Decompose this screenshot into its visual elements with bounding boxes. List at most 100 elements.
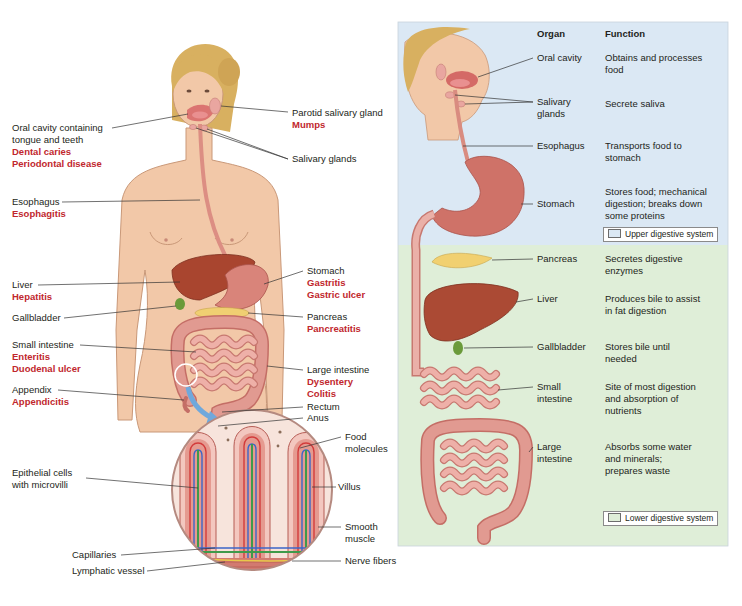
part-label: Gallbladder [12, 312, 61, 324]
part-label: Nerve fibers [345, 555, 396, 567]
salivary-glands [190, 98, 221, 131]
part-label: Lymphatic vessel [72, 565, 145, 577]
villus-inset [227, 439, 230, 442]
esophagus [455, 90, 468, 162]
panel-head [403, 27, 489, 140]
column-header: Function [605, 28, 645, 40]
leader-line [222, 407, 303, 412]
organ-name: Salivary glands [537, 96, 582, 120]
disease-label: Enteritis [12, 351, 50, 363]
leader-line [267, 366, 303, 370]
body-figure [218, 58, 240, 86]
leader-line [218, 418, 303, 426]
leader-line [196, 128, 288, 159]
villus-inset [198, 444, 306, 560]
leader-line [264, 271, 303, 284]
panel-head [446, 92, 455, 98]
villus-inset [170, 562, 335, 567]
function-text: Site of most digestion and absorption of… [605, 381, 705, 417]
part-label: Small intestine [12, 339, 74, 351]
leader-line [516, 299, 533, 302]
disease-label: Duodenal ulcer [12, 363, 81, 375]
body-figure [173, 54, 226, 97]
body-figure [171, 44, 238, 132]
leader-line [64, 306, 176, 318]
body-figure [205, 89, 210, 92]
inset-outline [172, 410, 332, 570]
leader-line [38, 282, 180, 285]
organ-name: Esophagus [537, 140, 585, 152]
villus-inset [224, 426, 227, 429]
part-label: Villus [338, 481, 361, 493]
panel-frame [398, 22, 728, 546]
part-label: Salivary glands [292, 153, 356, 165]
leader-line [248, 313, 303, 317]
disease-label: Gastritis [307, 277, 346, 289]
zoom-circle [175, 364, 197, 386]
disease-label: Dental caries [12, 146, 71, 158]
disease-label: Colitis [307, 388, 336, 400]
large-intestine [427, 425, 526, 538]
body-figure [150, 232, 248, 245]
organ-name: Oral cavity [537, 52, 582, 64]
stomach [215, 265, 268, 310]
small-intestine [194, 339, 254, 388]
function-text: Produces bile to assist in fat digestion [605, 293, 710, 317]
large-intestine [427, 425, 526, 538]
legend-swatch [608, 229, 621, 238]
villus-inset [278, 430, 281, 433]
leader-line [121, 548, 215, 555]
disease-label: Esophagitis [12, 208, 66, 220]
small-intestine [194, 339, 254, 388]
leader-line [58, 390, 184, 400]
body-figure [116, 44, 284, 432]
organ-name: Pancreas [537, 253, 577, 265]
salivary-glands [210, 98, 221, 114]
column-header: Organ [537, 28, 565, 40]
part-label: Esophagus [12, 196, 60, 208]
pancreas [432, 253, 492, 268]
organ-name: Small intestine [537, 381, 582, 405]
leader-line [80, 345, 196, 352]
oral-cavity [192, 112, 208, 119]
organ-name: Large intestine [537, 441, 582, 465]
leader-line [498, 387, 533, 390]
villus-inset [185, 433, 319, 560]
panel-head [450, 79, 470, 87]
disease-label: Pancreatitis [307, 323, 361, 335]
villus-inset [277, 445, 280, 448]
function-text: Secrete saliva [605, 98, 665, 110]
disease-label: Gastric ulcer [307, 289, 365, 301]
leader-line [86, 478, 198, 488]
villus-inset [180, 427, 324, 561]
part-label: Stomach [307, 265, 345, 277]
legend-text: Upper digestive system [625, 229, 713, 239]
disease-label: Appendicitis [12, 396, 69, 408]
function-text: Secretes digestive enzymes [605, 253, 695, 277]
part-label: Large intestine [307, 364, 369, 376]
villus-inset [170, 408, 335, 574]
gallbladder [175, 298, 185, 310]
legend-swatch [608, 513, 621, 522]
part-label: Food molecules [345, 431, 390, 455]
part-label: Anus [307, 412, 329, 424]
function-text: Transports food to stomach [605, 140, 700, 164]
leader-line [455, 58, 533, 452]
leader-line [312, 487, 336, 488]
leader-line [521, 204, 533, 205]
part-label: Smooth muscle [345, 521, 390, 545]
part-label: Liver [12, 279, 33, 291]
panel-head [436, 64, 446, 80]
leader-line [318, 527, 341, 528]
villus-inset [170, 547, 335, 548]
liver [424, 284, 518, 341]
part-label: Pancreas [307, 311, 347, 323]
leader-line [38, 106, 341, 571]
leader-line [529, 447, 533, 452]
zoom-arrow [188, 387, 212, 418]
disease-label: Mumps [292, 119, 325, 131]
stomach [432, 156, 524, 236]
leader-line [221, 106, 288, 112]
part-label: Oral cavity containing tongue and teeth [12, 122, 112, 146]
part-label: Appendix [12, 384, 52, 396]
